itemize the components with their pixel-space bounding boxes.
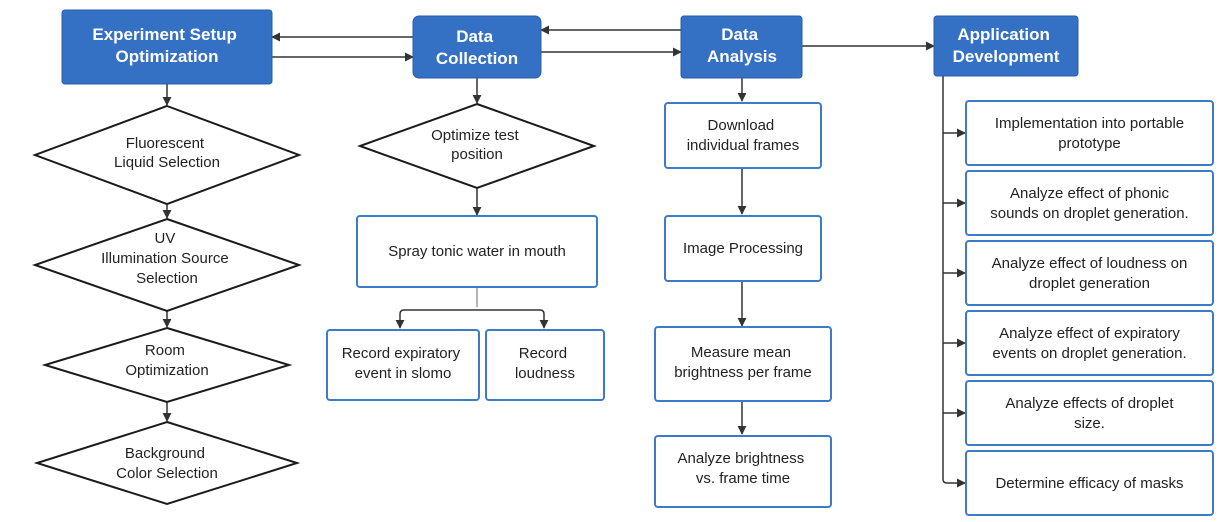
svg-text:UV Illumination Source: UV Illumination Source Selection [101, 230, 233, 287]
application-step-3: Analyze effect of loudness on droplet gen… [965, 240, 1214, 306]
setup-step-2-line3: Selection [136, 270, 198, 287]
header-data-analysis-line1: Data [721, 25, 758, 44]
application-step-2-line2: sounds on droplet generation. [990, 205, 1188, 222]
analysis-step-1-line1: Download [708, 117, 775, 134]
setup-step-2-line1: UV [154, 230, 175, 247]
collection-record-loudness-line2: loudness [515, 365, 575, 382]
setup-step-background-color: Background Color Selection [33, 420, 301, 506]
collection-spray-label: Spray tonic water in mouth [388, 243, 566, 260]
application-step-3-line2: droplet generation [1029, 275, 1150, 292]
svg-text:Record loudness: Record loudness [515, 345, 575, 382]
collection-record-event-line1: Record expiratory [342, 345, 461, 362]
setup-step-fluorescent-liquid: Fluorescent Liquid Selection [32, 104, 302, 206]
header-data-analysis-line2: Analysis [707, 47, 777, 66]
collection-record-event-line2: event in slomo [355, 365, 452, 382]
collection-decision-line1: Optimize test [431, 127, 519, 144]
application-bus [942, 76, 966, 488]
svg-text:Analyze effect of loudness ond: Analyze effect of loudness on droplet gen… [992, 255, 1188, 292]
svg-text:Record expiratory event: Record expiratory event in slomo [342, 345, 465, 382]
svg-text:Data Analysis: Data Analysis [707, 25, 777, 66]
svg-text:Background Color Selecti: Background Color Selection [116, 445, 218, 482]
collection-step-spray-tonic: Spray tonic water in mouth [356, 215, 598, 288]
analysis-step-measure-brightness: Measure mean brightness per frame [654, 326, 832, 402]
arrow-to-record-event [395, 309, 477, 329]
analysis-step-3-line2: brightness per frame [674, 364, 812, 381]
header-experiment-setup: Experiment Setup Optimization [61, 9, 273, 85]
application-step-5-line1: Analyze effects of droplet [1005, 395, 1174, 412]
setup-step-1-line1: Fluorescent [126, 135, 205, 152]
svg-text:Measure mean brightness: Measure mean brightness per frame [674, 344, 812, 381]
application-step-6: Determine efficacy of masks [965, 450, 1214, 516]
application-step-3-line1: Analyze effect of loudness on [992, 255, 1188, 272]
svg-text:Analyze brightness vs. f: Analyze brightness vs. frame time [678, 450, 809, 487]
application-steps: Implementation into portable prototypeAna… [965, 100, 1214, 516]
application-step-1-line2: prototype [1058, 135, 1121, 152]
analysis-step-download-frames: Download individual frames [664, 102, 822, 169]
application-step-4-line1: Analyze effect of expiratory [999, 325, 1180, 342]
svg-text:Application Development: Application Development [953, 25, 1060, 66]
application-step-1: Implementation into portable prototype [965, 100, 1214, 166]
analysis-step-4-line1: Analyze brightness [678, 450, 805, 467]
header-data-analysis: Data Analysis [680, 15, 803, 79]
header-experiment-setup-line1: Experiment Setup [92, 25, 237, 44]
setup-step-1-line2: Liquid Selection [114, 154, 220, 171]
application-step-5: Analyze effects of droplet size. [965, 380, 1214, 446]
application-step-4: Analyze effect of expiratory events on dr… [965, 310, 1214, 376]
application-step-5-line2: size. [1074, 415, 1105, 432]
collection-decision-line2: position [451, 146, 503, 163]
collection-step-record-loudness: Record loudness [485, 329, 605, 401]
collection-record-loudness-line1: Record [519, 345, 567, 362]
analysis-step-2-line1: Image Processing [683, 240, 803, 257]
svg-text:Image Processing: Image Processing [683, 240, 803, 257]
setup-step-4-line2: Color Selection [116, 465, 218, 482]
analysis-step-image-processing: Image Processing [664, 215, 822, 282]
setup-step-3-line1: Room [145, 342, 185, 359]
application-step-2-line1: Analyze effect of phonic [1010, 185, 1169, 202]
header-application-development-line1: Application [957, 25, 1050, 44]
application-step-2: Analyze effect of phonic sounds on drople… [965, 170, 1214, 236]
application-step-1-line1: Implementation into portable [995, 115, 1184, 132]
setup-step-room-optimization: Room Optimization [41, 326, 293, 404]
setup-step-2-line2: Illumination Source [101, 250, 229, 267]
header-application-development-line2: Development [953, 47, 1060, 66]
arrow-to-record-loudness [477, 309, 549, 329]
header-experiment-setup-line2: Optimization [116, 47, 219, 66]
connectors [162, 25, 966, 488]
collection-decision-optimize-position: Optimize test position [357, 102, 597, 190]
svg-text:Room Optimization: Room Optimization [125, 342, 208, 379]
svg-text:Spray tonic water in mouth: Spray tonic water in mouth [388, 243, 566, 260]
setup-step-uv-illumination: UV Illumination Source Selection [31, 217, 303, 313]
header-application-development: Application Development [933, 15, 1079, 77]
application-step-4-line2: events on droplet generation. [992, 345, 1186, 362]
svg-text:Determine efficacy of masks: Determine efficacy of masks [995, 475, 1183, 492]
analysis-step-4-line2: vs. frame time [696, 470, 790, 487]
collection-step-record-expiratory: Record expiratory event in slomo [326, 329, 480, 401]
svg-text:Data Collection: Data Collection [436, 27, 518, 68]
svg-text:Experiment Setup Optimiz: Experiment Setup Optimization [92, 25, 241, 66]
setup-step-3-line2: Optimization [125, 362, 208, 379]
setup-step-4-line1: Background [125, 445, 205, 462]
header-data-collection: Data Collection [412, 15, 542, 79]
svg-text:Fluorescent Liquid Selec: Fluorescent Liquid Selection [114, 135, 220, 171]
application-step-6-line1: Determine efficacy of masks [995, 475, 1183, 492]
analysis-step-1-line2: individual frames [687, 137, 800, 154]
svg-text:Download individual fram: Download individual frames [687, 117, 800, 154]
analysis-step-analyze-brightness: Analyze brightness vs. frame time [654, 435, 832, 508]
header-data-collection-line2: Collection [436, 49, 518, 68]
header-data-collection-line1: Data [456, 27, 493, 46]
svg-text:Optimize test position: Optimize test position [431, 127, 523, 163]
analysis-step-3-line1: Measure mean [691, 344, 791, 361]
arrow-to-application-step-6 [942, 478, 966, 488]
